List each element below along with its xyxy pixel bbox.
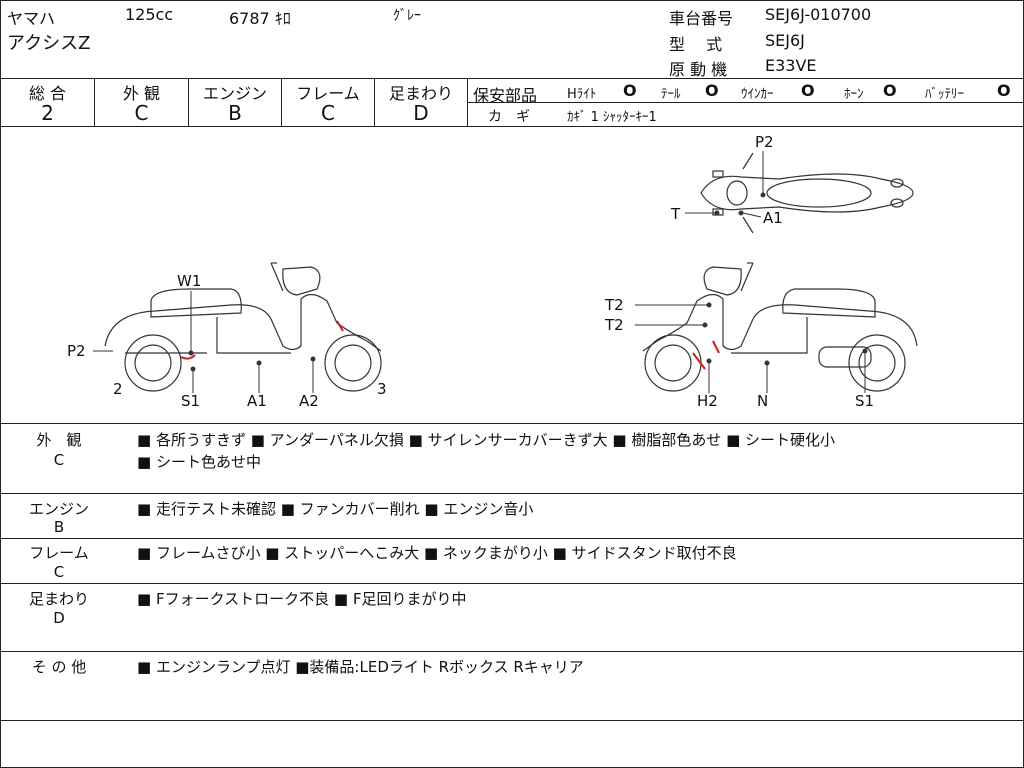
divider [468, 102, 1023, 103]
safety-winker-label: ｳｲﾝｶｰ [741, 87, 774, 102]
scooter-top-view [700, 152, 914, 234]
safety-winker-mark: O [801, 81, 815, 100]
model-code-label: 型 式 [669, 35, 723, 54]
label-left-2: 2 [113, 380, 123, 398]
note-exterior-label: 外 観 [36, 431, 82, 449]
label-top-a1: A1 [763, 209, 783, 227]
label-right-s1: S1 [855, 392, 874, 410]
key-label: カ ギ [488, 109, 530, 125]
note-suspension-line: ■ Fフォークストローク不良 ■ F足回りまがり中 [137, 590, 467, 608]
engine-label: 原 動 機 [669, 60, 728, 79]
engine-code: E33VE [765, 56, 817, 75]
safety-tail-mark: O [705, 81, 719, 100]
grade-exterior-label: 外 観 [122, 84, 161, 103]
grade-frame-label: フレーム [296, 84, 360, 103]
safety-headlight-label: Hﾗｲﾄ [567, 87, 597, 102]
divider [1, 126, 1023, 127]
label-top-p2: P2 [755, 133, 774, 151]
note-frame-line: ■ フレームさび小 ■ ストッパーへこみ大 ■ ネックまがり小 ■ サイドスタン… [137, 544, 737, 562]
safety-headlight-mark: O [623, 81, 637, 100]
label-right-h2: H2 [697, 392, 718, 410]
note-exterior-line: ■ シート色あせ中 [137, 453, 261, 471]
label-right-n: N [757, 392, 768, 410]
frame-number-label: 車台番号 [669, 9, 734, 28]
grade-engine-label: エンジン [202, 84, 267, 103]
damage-marks [180, 320, 720, 370]
divider [1, 78, 1023, 79]
note-engine-grade: B [53, 518, 65, 536]
note-frame-label: フレーム [29, 544, 89, 562]
grade-suspension-value: D [413, 101, 429, 125]
grade-engine-value: B [228, 101, 242, 125]
label-left-p2: P2 [67, 342, 86, 360]
safety-battery-mark: O [997, 81, 1011, 100]
label-top-t: T [670, 205, 681, 223]
displacement: 125cc [125, 5, 174, 24]
scooter-left-view [104, 262, 382, 392]
model-name: アクシスZ [7, 33, 91, 54]
note-suspension-label: 足まわり [28, 590, 89, 608]
label-left-w1: W1 [177, 272, 201, 290]
label-left-a1: A1 [247, 392, 267, 410]
label-right-t2b: T2 [604, 316, 624, 334]
frame-number: SEJ6J-010700 [765, 5, 872, 24]
safety-battery-label: ﾊﾞｯﾃﾘｰ [925, 87, 964, 102]
maker: ヤマハ [7, 9, 56, 28]
note-exterior-line: ■ 各所うすきず ■ アンダーパネル欠損 ■ サイレンサーカバーきず大 ■ 樹脂… [137, 431, 836, 449]
model-code: SEJ6J [765, 31, 805, 50]
grade-frame-value: C [321, 101, 335, 125]
safety-tail-label: ﾃｰﾙ [661, 87, 681, 102]
label-right-t2a: T2 [604, 296, 624, 314]
note-other-line: ■ エンジンランプ点灯 ■装備品:LEDライト Rボックス Rキャリア [137, 658, 584, 676]
color: ｸﾞﾚｰ [393, 8, 421, 24]
note-engine-label: エンジン [28, 500, 89, 518]
mileage: 6787 ｷﾛ [229, 9, 291, 28]
note-engine-line: ■ 走行テスト未確認 ■ ファンカバー削れ ■ エンジン音小 [137, 500, 534, 518]
note-other-label: そ の 他 [31, 658, 87, 676]
note-suspension-grade: D [53, 609, 65, 627]
label-left-s1: S1 [181, 392, 200, 410]
grade-suspension-label: 足まわり [388, 84, 453, 103]
label-left-a2: A2 [299, 392, 319, 410]
grade-exterior-value: C [134, 101, 149, 125]
grade-total-value: 2 [41, 101, 54, 125]
grade-total-label: 総 合 [28, 84, 67, 103]
note-exterior-grade: C [53, 451, 65, 469]
safety-horn-mark: O [883, 81, 897, 100]
safety-title: 保安部品 [473, 86, 538, 105]
damage-diagram: P2 T A1 W1 P2 2 S1 A1 A2 3 T2 T2 H2 N S1 [67, 133, 918, 410]
safety-horn-label: ﾎｰﾝ [844, 87, 864, 102]
label-left-3: 3 [377, 380, 387, 398]
note-frame-grade: C [53, 563, 65, 581]
scooter-right-view [642, 262, 918, 392]
key-value: ｶｷﾞ 1 ｼｬｯﾀｰｷｰ1 [567, 110, 657, 125]
